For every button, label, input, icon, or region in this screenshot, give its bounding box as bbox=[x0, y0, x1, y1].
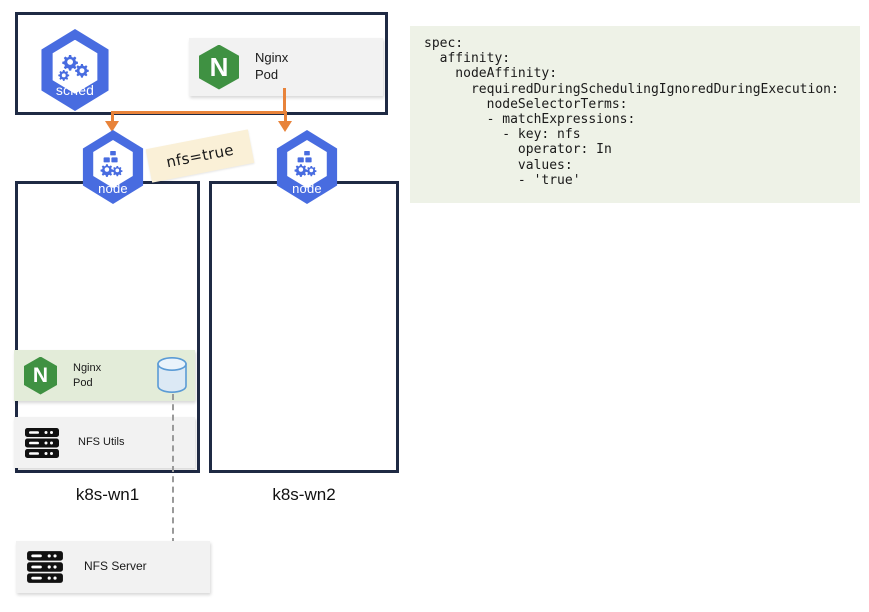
nginx-logo-icon: N bbox=[199, 44, 239, 90]
scheduled-pod-line2: Pod bbox=[73, 376, 93, 389]
worker-node-2-frame bbox=[209, 181, 399, 473]
worker-node-1-caption: k8s-wn1 bbox=[75, 485, 140, 504]
volume-cylinder-icon bbox=[157, 357, 187, 393]
pending-pod-line1: Nginx bbox=[255, 50, 289, 66]
schedule-arrow-right-icon bbox=[278, 121, 292, 132]
server-rack-icon bbox=[27, 551, 63, 583]
pending-pod-line2: Pod bbox=[255, 67, 279, 82]
pending-nginx-pod-card[interactable]: N Nginx Pod bbox=[189, 38, 383, 96]
nfs-server-label: NFS Server bbox=[84, 559, 147, 574]
schedule-connector-source bbox=[283, 88, 286, 113]
node-boxes-gears-icon bbox=[294, 151, 317, 177]
nfs-utils-label: NFS Utils bbox=[78, 436, 125, 449]
nfs-utils-card[interactable]: NFS Utils bbox=[14, 417, 195, 468]
scheduler-label: sched bbox=[55, 82, 95, 98]
node-2-label: node bbox=[292, 181, 322, 196]
schedule-arrow-left-icon bbox=[105, 121, 119, 132]
worker-node-2-caption: k8s-wn2 bbox=[272, 485, 336, 504]
server-rack-icon bbox=[25, 427, 59, 458]
pending-pod-text: Nginx Pod bbox=[255, 50, 288, 84]
nginx-logo-icon: N bbox=[24, 356, 57, 395]
scheduled-pod-line1: Nginx bbox=[73, 362, 102, 375]
schedule-connector-right bbox=[284, 111, 287, 122]
scheduled-pod-text: Nginx Pod bbox=[73, 361, 101, 390]
storage-link-dashed-line bbox=[172, 394, 174, 544]
nfs-server-card[interactable]: NFS Server bbox=[16, 541, 210, 593]
node-affinity-label: nfs=true bbox=[145, 129, 255, 183]
schedule-connector-left bbox=[111, 111, 114, 122]
schedule-connector-bus bbox=[111, 111, 287, 114]
node-boxes-gears-icon bbox=[100, 151, 123, 177]
pod-spec-yaml-code: spec: affinity: nodeAffinity: requiredDu… bbox=[424, 36, 839, 188]
pod-spec-yaml-panel: spec: affinity: nodeAffinity: requiredDu… bbox=[410, 26, 860, 203]
node-1-label: node bbox=[98, 181, 128, 196]
gears-icon bbox=[58, 54, 89, 81]
